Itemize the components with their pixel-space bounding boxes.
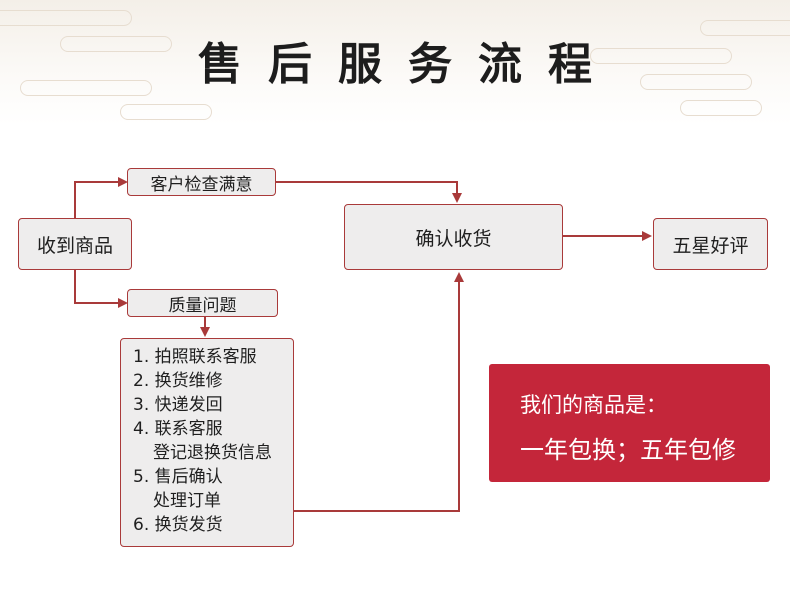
node-receive-goods: 收到商品 [18,218,132,270]
step-item: 2. 换货维修 [133,371,223,391]
step-item: 5. 售后确认 [133,467,223,487]
page-title: 售后服务流程 [198,39,618,90]
connector-steps-to-confirm [294,272,464,512]
node-customer-satisfied: 客户检查满意 [127,168,276,196]
connector-satisfied-to-confirm [276,181,462,203]
promo-heading: 我们的商品是： [520,393,667,417]
step-item: 1. 拍照联系客服 [133,347,257,367]
cloud-decoration [20,80,152,96]
connector-receive-to-quality [74,270,128,308]
node-confirm-receipt: 确认收货 [344,204,563,270]
cloud-decoration [0,10,132,26]
step-item: 3. 快递发回 [133,395,223,415]
cloud-decoration [590,48,732,64]
promo-warranty-text: 一年包换；五年包修 [520,436,736,464]
cloud-decoration [700,20,790,36]
node-quality-issue: 质量问题 [127,289,278,317]
cloud-decoration [60,36,172,52]
step-item: 4. 联系客服 [133,419,223,439]
cloud-decoration [120,104,212,120]
cloud-decoration [640,74,752,90]
step-item: 6. 换货发货 [133,515,223,535]
cloud-decoration [680,100,762,116]
connector-receive-to-satisfied [74,177,128,218]
warranty-promo-box: 我们的商品是： 一年包换；五年包修 [489,364,770,482]
quality-steps-box: 1. 拍照联系客服 2. 换货维修 3. 快递发回 4. 联系客服 登记退换货信… [120,338,294,547]
header-banner [0,0,790,125]
node-five-star-review: 五星好评 [653,218,768,270]
step-item-continuation: 登记退换货信息 [153,443,272,463]
step-item-continuation: 处理订单 [153,491,221,511]
